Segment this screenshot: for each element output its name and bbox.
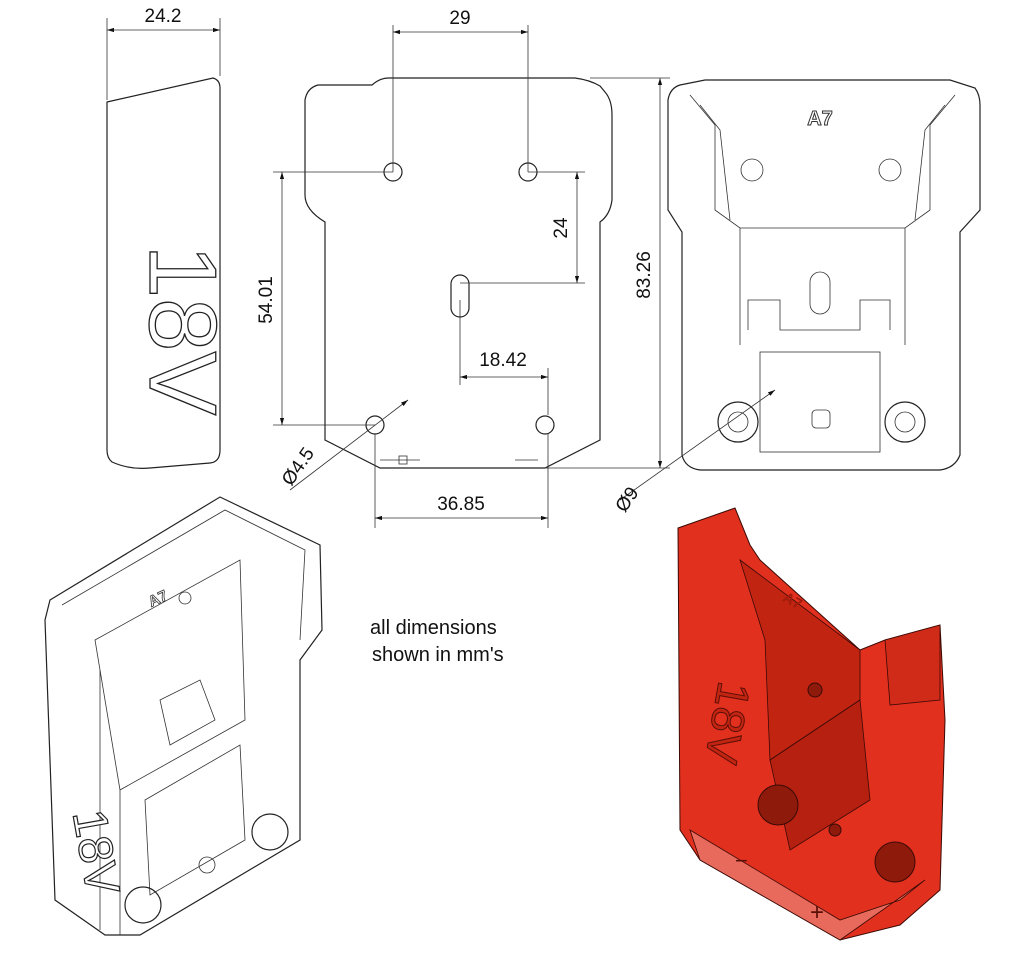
units-note-line1: all dimensions xyxy=(370,617,497,639)
dim-hole-diameter-large: Ø9 xyxy=(612,483,644,516)
dim-hole-spacing-bottom: 36.85 xyxy=(437,494,485,515)
polarity-plus: + xyxy=(810,899,824,926)
polarity-minus: − xyxy=(735,848,748,873)
dim-hole-vertical: 54.01 xyxy=(256,276,277,324)
dim-slot-offset: 24 xyxy=(551,217,572,239)
dim-hole-diameter-small: Ø4.5 xyxy=(278,444,319,490)
voltage-emboss-side: 18V xyxy=(129,245,236,416)
side-view: 24.2 18V xyxy=(106,6,237,469)
mount-hole xyxy=(535,415,555,435)
back-view: A7 Ø9 xyxy=(612,79,981,516)
dim-slot-horizontal: 18.42 xyxy=(479,350,527,371)
voltage-emboss-iso-white: 18V xyxy=(62,806,129,899)
model-code-back: A7 xyxy=(807,108,833,130)
dim-hole-spacing-top: 29 xyxy=(449,8,470,29)
dim-side-width: 24.2 xyxy=(145,6,182,27)
model-code-iso-white: A7 xyxy=(146,587,171,611)
dim-total-height: 83.26 xyxy=(634,251,655,299)
units-note-line2: shown in mm's xyxy=(372,644,504,666)
isometric-view-red: A7 18V − + xyxy=(677,507,946,941)
front-view: 29 24 54.01 83.26 18.42 36.85 Ø4.5 xyxy=(256,8,670,528)
isometric-view-white: A7 18V xyxy=(44,496,323,936)
